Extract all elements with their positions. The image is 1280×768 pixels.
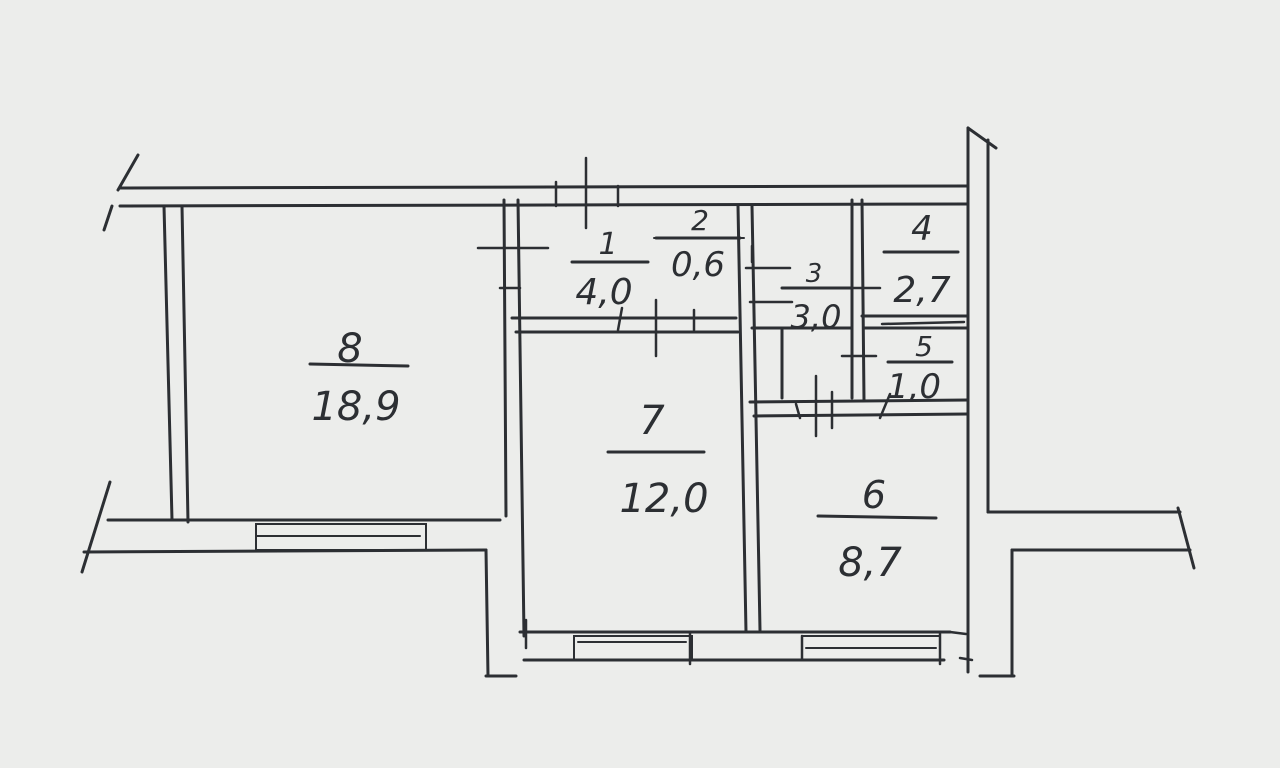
room-area-5: 1,0: [887, 367, 941, 407]
room-label-4: 4 2,7: [882, 209, 960, 311]
room-label-5: 5 1,0: [886, 330, 954, 407]
room-number-7: 7: [639, 398, 665, 444]
room-area-8: 18,9: [311, 384, 400, 430]
interior-walls: [502, 198, 970, 638]
room-number-3: 3: [806, 259, 823, 289]
door-marks: [476, 156, 974, 666]
room-label-8: 8 18,9: [308, 326, 410, 430]
room-number-5: 5: [915, 330, 933, 363]
room-area-7: 12,0: [619, 476, 708, 522]
room-label-6: 6 8,7: [816, 473, 938, 586]
room-number-1: 1: [598, 227, 617, 262]
room-label-7: 7 12,0: [606, 398, 709, 522]
room-area-3: 3,0: [791, 298, 842, 336]
room-label-2: 2 0,6: [654, 204, 742, 285]
room-number-2: 2: [691, 204, 709, 237]
room-area-2: 0,6: [671, 245, 725, 285]
outer-walls: [80, 126, 1196, 678]
room-area-6: 8,7: [838, 540, 902, 586]
room-number-6: 6: [862, 473, 886, 517]
room-number-4: 4: [911, 209, 933, 249]
room-area-4: 2,7: [893, 270, 950, 311]
room-label-1: 1 4,0: [570, 227, 650, 313]
room-label-3: 3 3,0: [780, 259, 852, 336]
windows: [162, 204, 941, 661]
room-area-1: 4,0: [575, 272, 632, 313]
